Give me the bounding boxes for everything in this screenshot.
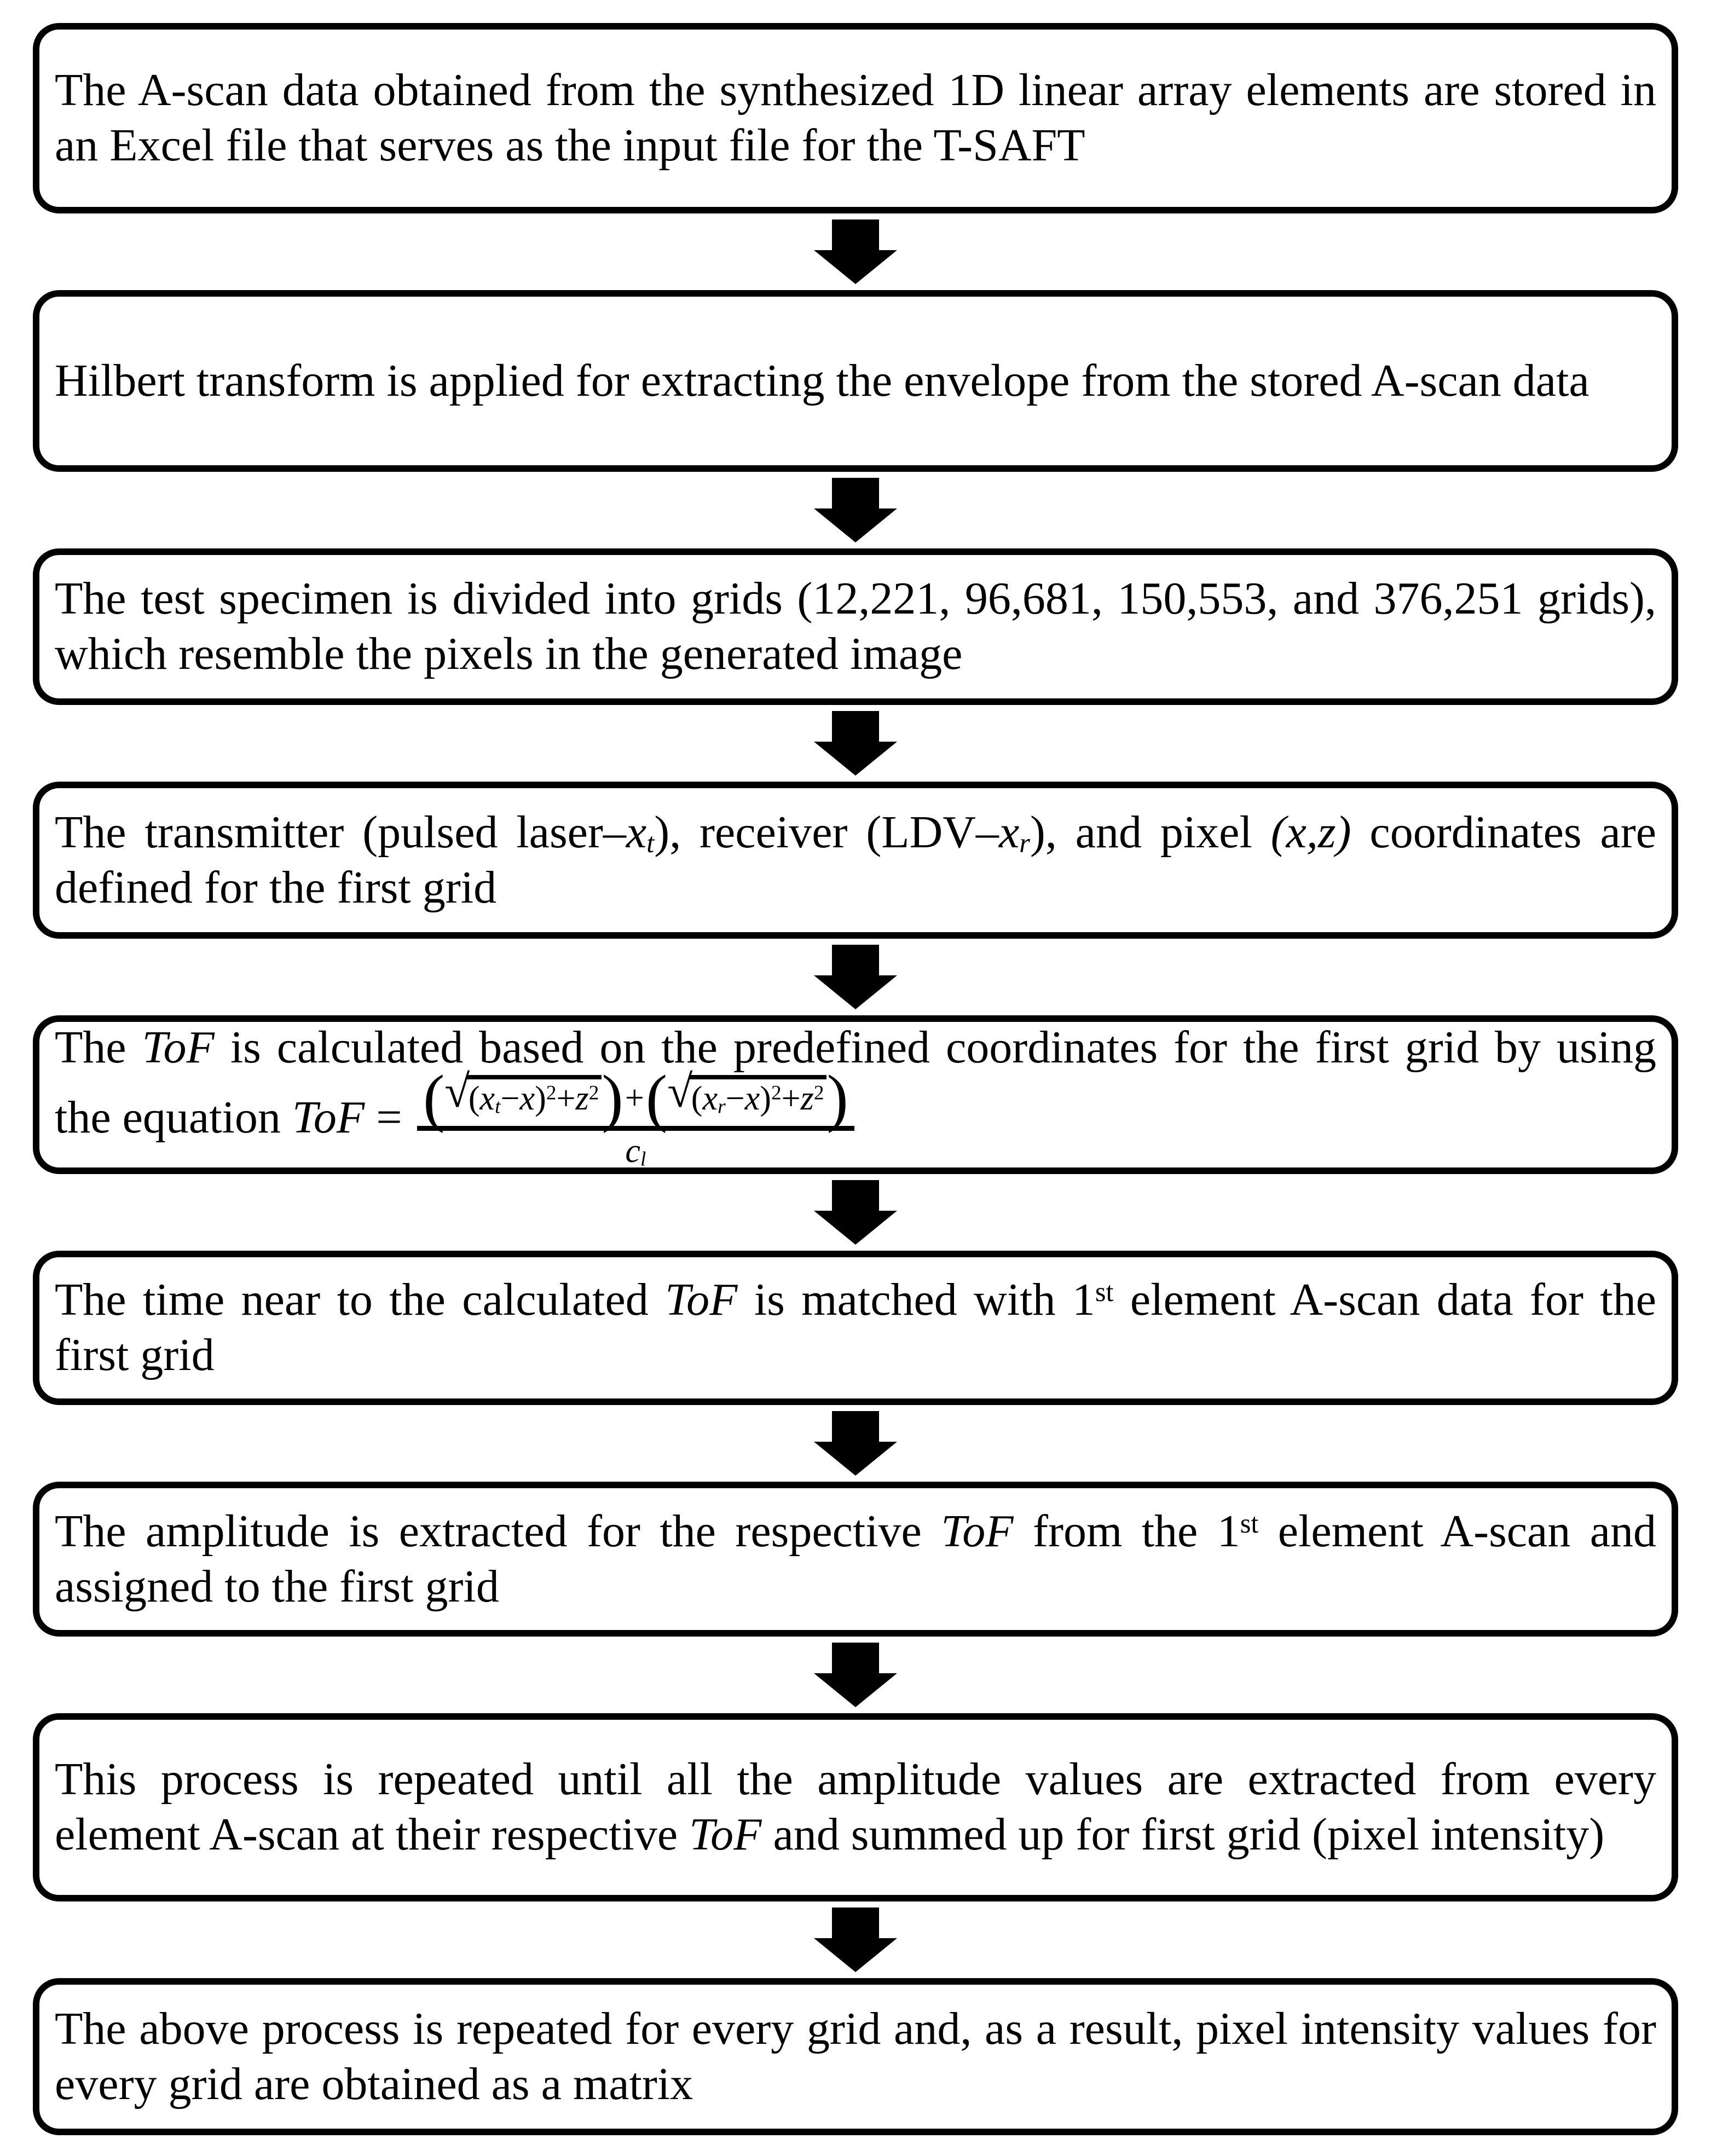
step-8-box: This process is repeated until all the a…	[33, 1713, 1678, 1901]
step-9-text: The above process is repeated for every …	[55, 2003, 1656, 2109]
step-5-lead-text: The ToF is calculated based on the prede…	[55, 1021, 1657, 1143]
step-3-text: The test specimen is divided into grids …	[55, 573, 1656, 679]
flow-arrow-down-icon	[814, 945, 897, 1009]
tof-equation-numerator: (√(xt−x)2+z2)+(√(xr−x)2+z2)	[417, 1066, 854, 1131]
step-4-text: The transmitter (pulsed laser–xt), recei…	[55, 806, 1656, 913]
sqrt-icon: √	[444, 1066, 470, 1117]
flow-arrow-down-icon	[814, 711, 897, 776]
step-7-text: The amplitude is extracted for the respe…	[55, 1505, 1657, 1612]
step-1-text: The A-scan data obtained from the synthe…	[55, 65, 1656, 171]
step-4-box: The transmitter (pulsed laser–xt), recei…	[33, 782, 1678, 939]
flow-arrow-down-icon	[814, 219, 897, 284]
step-9-box: The above process is repeated for every …	[33, 1978, 1678, 2135]
step-6-box: The time near to the calculated ToF is m…	[33, 1251, 1678, 1405]
tof-equation-denominator: cl	[625, 1132, 646, 1171]
sqrt-term-transmitter: √(xt−x)2+z2	[444, 1068, 602, 1121]
flow-arrow-down-icon	[814, 1411, 897, 1476]
sqrt-icon: √	[667, 1066, 693, 1117]
step-8-text: This process is repeated until all the a…	[55, 1754, 1656, 1860]
step-5-text: The ToF is calculated based on the prede…	[55, 1020, 1656, 1170]
plus-operator: +	[625, 1079, 644, 1117]
step-3-box: The test specimen is divided into grids …	[33, 548, 1678, 705]
sqrt-term-receiver: √(xr−x)2+z2	[667, 1068, 827, 1121]
step-5-box: The ToF is calculated based on the prede…	[33, 1015, 1678, 1174]
flow-arrow-down-icon	[814, 1908, 897, 1972]
step-7-box: The amplitude is extracted for the respe…	[33, 1482, 1678, 1637]
flow-arrow-down-icon	[814, 478, 897, 542]
step-2-text: Hilbert transform is applied for extract…	[55, 355, 1589, 406]
flow-arrow-down-icon	[814, 1643, 897, 1707]
step-2-box: Hilbert transform is applied for extract…	[33, 290, 1678, 472]
radicand-transmitter: (xt−x)2+z2	[467, 1075, 602, 1117]
tof-equation: (√(xt−x)2+z2)+(√(xr−x)2+z2)cl	[417, 1066, 854, 1171]
step-1-box: The A-scan data obtained from the synthe…	[33, 23, 1678, 213]
radicand-receiver: (xr−x)2+z2	[690, 1075, 827, 1117]
step-6-text: The time near to the calculated ToF is m…	[55, 1274, 1657, 1380]
flow-arrow-down-icon	[814, 1180, 897, 1245]
